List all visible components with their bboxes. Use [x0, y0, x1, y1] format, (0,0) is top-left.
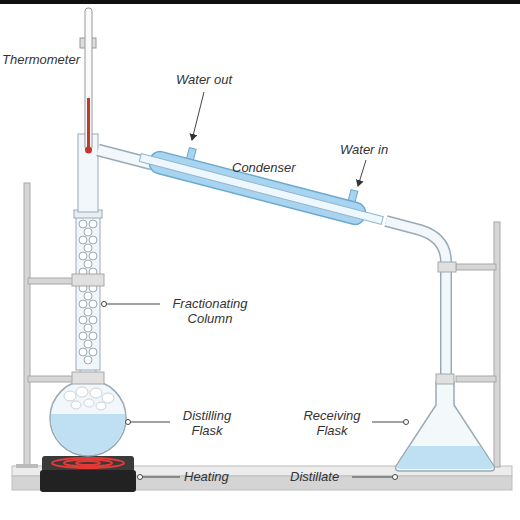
receiving-flask [396, 382, 495, 471]
adapter [386, 221, 446, 386]
part-label: Distillate [290, 469, 370, 484]
glass-bead [79, 332, 87, 340]
clamp-ring [438, 262, 456, 272]
glass-bead [89, 316, 97, 324]
glass-bead [84, 260, 92, 268]
clamp-ring [72, 372, 104, 384]
glass-bead [84, 244, 92, 252]
clamp-arm [456, 376, 496, 382]
glass-bead [89, 332, 97, 340]
glass-bead [84, 324, 92, 332]
part-label: Fractionating Column [160, 296, 260, 326]
hotplate-top [42, 456, 134, 472]
heating-coil [52, 458, 124, 468]
part-label: Distilling Flask [172, 408, 242, 438]
adapter [386, 221, 446, 386]
part-label: Heating [184, 469, 264, 484]
clamp-ring [436, 374, 454, 384]
inner-tube [139, 154, 383, 225]
stand-foot [16, 464, 38, 468]
part-label: Condenser [232, 160, 322, 175]
top-strip [0, 0, 520, 4]
glass-bead [79, 300, 87, 308]
glass-bead [79, 252, 87, 260]
glass-bead [84, 228, 92, 236]
mercury [87, 98, 90, 148]
thermometer-bulb [85, 147, 92, 154]
clamp-ring [72, 274, 104, 286]
leader-dots [102, 302, 409, 480]
clamp-arm [28, 376, 78, 382]
glass-bead [79, 348, 87, 356]
thermometer [85, 8, 92, 150]
glass-bead [89, 348, 97, 356]
glass-bead [89, 220, 97, 228]
glass-bead [79, 236, 87, 244]
boiling-chips [64, 387, 114, 410]
glass-bead [89, 236, 97, 244]
clamp-arm [28, 278, 76, 284]
column-beads [79, 220, 97, 364]
glass-bead [79, 220, 87, 228]
glass-bead [84, 340, 92, 348]
flow-label: Water in [340, 142, 410, 157]
hotplate-body [40, 470, 136, 492]
distillate-liquid [397, 446, 493, 469]
glass-bead [84, 356, 92, 364]
stand-rod [494, 222, 500, 467]
stand-rod [24, 183, 30, 467]
part-label: Thermometer [2, 52, 102, 67]
glass-bead [89, 252, 97, 260]
clamp-arm [456, 264, 496, 270]
flask-liquid [40, 414, 140, 464]
glass-bead [79, 316, 87, 324]
flow-label: Water out [176, 72, 256, 87]
glass-bead [89, 300, 97, 308]
part-label: Receiving Flask [294, 408, 370, 438]
fractionating-column [76, 216, 100, 370]
heating-coil [64, 460, 112, 467]
glass-bead [84, 308, 92, 316]
heating-coil [76, 461, 100, 465]
glass-bead [84, 292, 92, 300]
